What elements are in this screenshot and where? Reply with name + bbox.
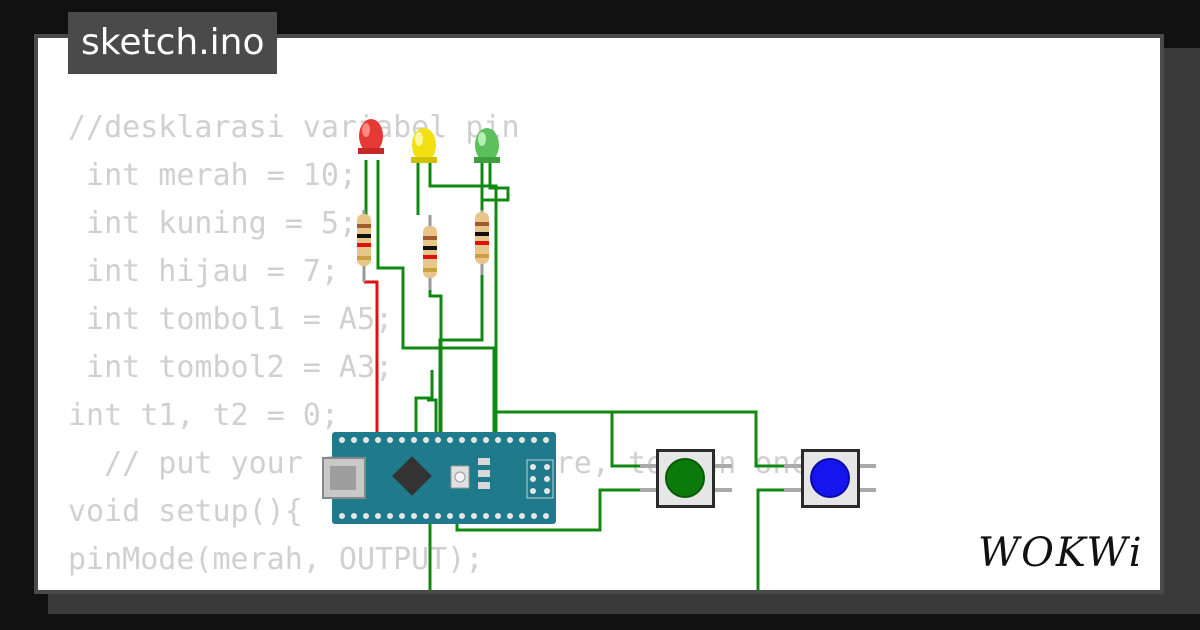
code-line: int tombol1 = A5;: [68, 302, 394, 337]
led-green[interactable]: [474, 128, 500, 163]
wokwi-logo: WOKWi: [978, 530, 1144, 576]
resistor[interactable]: [475, 210, 489, 275]
code-line: int t1, t2 = 0;: [68, 398, 339, 433]
code-line: int tombol2 = A3;: [68, 350, 394, 385]
code-line: pinMode(merah, OUTPUT);: [68, 542, 484, 577]
file-tab[interactable]: sketch.ino: [68, 12, 278, 74]
led-yellow[interactable]: [411, 128, 437, 163]
code-line: void setup(){: [68, 494, 303, 529]
editor-card: //desklarasi variabel pin int merah = 10…: [34, 34, 1164, 594]
pushbutton-blue[interactable]: [784, 449, 876, 508]
arduino-nano-board[interactable]: [322, 432, 556, 524]
resistor[interactable]: [423, 215, 437, 290]
code-line: int hijau = 7;: [68, 254, 339, 289]
code-line: int kuning = 5;: [68, 206, 357, 241]
pushbutton-green[interactable]: [640, 449, 732, 508]
resistor[interactable]: [357, 210, 371, 282]
code-line: int merah = 10;: [68, 158, 357, 193]
red-wire: [364, 280, 379, 440]
led-red[interactable]: [358, 119, 384, 154]
